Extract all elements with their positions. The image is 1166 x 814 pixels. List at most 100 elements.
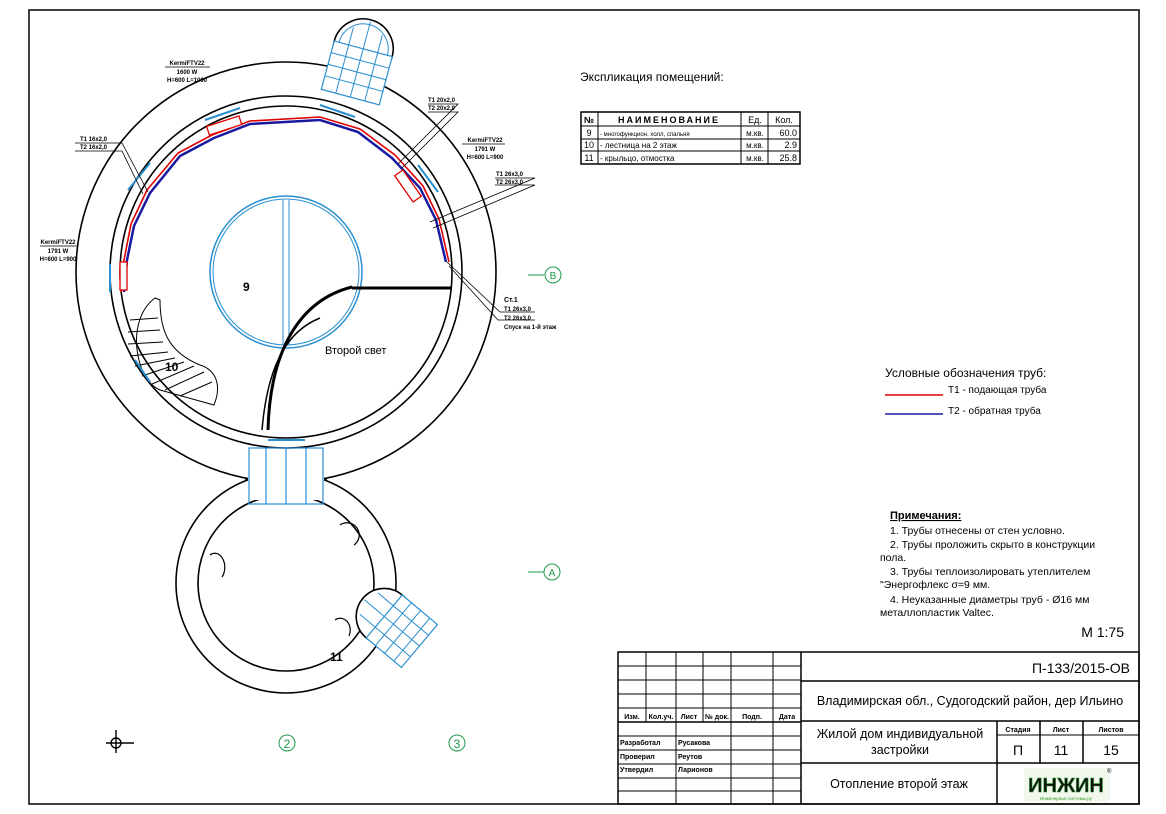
- explication-title: Экспликация помещений:: [580, 70, 724, 84]
- object-line-2: застройки: [871, 743, 929, 757]
- second-light-label: Второй свет: [325, 345, 386, 357]
- logo-text: ИНЖИН: [1028, 775, 1104, 797]
- stage-value: П: [1013, 742, 1023, 758]
- note-line: 2. Трубы проложить скрыто в конструкции: [890, 539, 1095, 551]
- title-block: Изм. Кол.уч. Лист № док. Подп. Дата Разр…: [617, 651, 1140, 805]
- col-header: № док.: [705, 713, 729, 721]
- origin-icon: [106, 730, 134, 753]
- radiator-top-power: 1600 W: [177, 70, 198, 76]
- window-connector-lower: [248, 447, 324, 505]
- radiator-top-size: H=600 L=1000: [167, 78, 208, 84]
- radiator-right-size: H=600 L=900: [467, 155, 504, 161]
- window: [109, 104, 439, 441]
- note-line: 1. Трубы отнесены от стен условно.: [890, 525, 1065, 537]
- note-line: 3. Трубы теплоизолировать утеплителем: [890, 566, 1090, 578]
- notes: Примечания: 1. Трубы отнесены от стен ус…: [880, 510, 1124, 640]
- axis-3-label: 3: [454, 737, 461, 751]
- pipe-right-t2: T2 26x3,0: [496, 180, 524, 186]
- riser-t2: T2 26x3,0: [504, 316, 532, 322]
- axis-2-label: 2: [284, 737, 291, 751]
- col-header: Подп.: [742, 714, 762, 721]
- sheets-label: Листов: [1098, 727, 1124, 734]
- company-logo: ИНЖИН Инженерные системы.ру ®: [1024, 768, 1112, 802]
- col-header: Изм.: [624, 714, 640, 721]
- table-row: 11 - крыльцо, отмостка м.кв. 25.8: [584, 153, 797, 163]
- radiator-top-model: KermiFTV22: [169, 61, 205, 67]
- row-no: 9: [586, 128, 591, 138]
- second-light-void: [209, 195, 452, 431]
- row-no: 11: [584, 153, 593, 163]
- role-name: Реутов: [678, 754, 703, 761]
- role-label: Утвердил: [620, 767, 653, 774]
- outer-wall-porch: [175, 472, 397, 694]
- pipe-top-t1: T1 20x2,0: [428, 98, 456, 104]
- project-code: П-133/2015-ОВ: [1032, 660, 1130, 676]
- row-no: 10: [584, 140, 594, 150]
- row-qty: 25.8: [779, 153, 797, 163]
- legend-t2-label: T2 - обратная труба: [948, 405, 1041, 417]
- note-line: металлопластик Valtec.: [880, 607, 994, 619]
- plan-labels: 9 10 11 Второй свет KermiFTV22 1600 W H=…: [40, 61, 557, 751]
- row-name: - крыльцо, отмостка: [600, 154, 675, 163]
- note-line: 4. Неуказанные диаметры труб - Ø16 мм: [890, 594, 1089, 606]
- notes-title: Примечания:: [890, 510, 961, 522]
- table-row: 10 - лестница на 2 этаж м.кв. 2.9: [584, 140, 797, 150]
- radiator-right-power: 1791 W: [475, 147, 496, 153]
- sheet-frame: [28, 9, 1140, 805]
- role-name: Ларионов: [678, 767, 713, 774]
- row-unit: м.кв.: [746, 141, 764, 150]
- header-name: НАИМЕНОВАНИЕ: [618, 115, 720, 125]
- axis-lines: [278, 266, 562, 752]
- project-location: Владимирская обл., Судогодский район, де…: [817, 694, 1123, 708]
- header-no: №: [584, 115, 594, 125]
- note-line: "Энергофлекс σ=9 мм.: [880, 579, 990, 591]
- bay-window-top: [320, 18, 395, 106]
- pipe-legend: Условные обозначения труб: T1 - подающая…: [885, 366, 1047, 417]
- col-header: Дата: [779, 714, 795, 721]
- sheets-value: 15: [1103, 742, 1119, 758]
- radiator-left-size: H=600 L=900: [40, 257, 77, 263]
- header-unit: Ед.: [748, 115, 762, 125]
- riser-name: Ст.1: [504, 297, 518, 304]
- pipe-t2-return: [122, 118, 448, 293]
- row-name: - лестница на 2 этаж: [600, 141, 678, 150]
- scale-label: М 1:75: [1081, 624, 1124, 640]
- pipe-t1-supply: [120, 116, 450, 293]
- radiator-left-model: KermiFTV22: [40, 240, 76, 246]
- col-header: Кол.уч.: [649, 714, 674, 721]
- radiator-right-model: KermiFTV22: [467, 138, 503, 144]
- registered-mark: ®: [1107, 768, 1112, 775]
- row-name: - многофункцион. холл, спальня: [600, 132, 690, 138]
- axis-b-label: B: [550, 271, 557, 282]
- axis-a-label: A: [549, 568, 556, 579]
- sheet-title: Отопление второй этаж: [830, 777, 968, 791]
- stage-label: Стадия: [1005, 727, 1030, 734]
- radiator-left-power: 1791 W: [48, 249, 69, 255]
- row-unit: м.кв.: [746, 154, 764, 163]
- riser-note: Спуск на 1-й этаж: [504, 324, 557, 331]
- pipe-left-t2: T2 16x2,0: [80, 145, 108, 151]
- radiator: [119, 115, 423, 291]
- floor-plan: [40, 18, 562, 753]
- col-header: Лист: [681, 714, 698, 721]
- explication-table: Экспликация помещений: № НАИМЕНОВАНИЕ Ед…: [580, 70, 801, 165]
- row-qty: 2.9: [784, 140, 797, 150]
- role-label: Проверил: [620, 754, 655, 761]
- pipe-top-t2: T2 20x2,0: [428, 106, 456, 112]
- row-qty: 60.0: [779, 128, 797, 138]
- sheet-label: Лист: [1053, 727, 1070, 734]
- role-name: Русакова: [678, 740, 710, 747]
- room-11-label: 11: [330, 650, 343, 664]
- legend-title: Условные обозначения труб:: [885, 366, 1046, 380]
- riser-t1: T1 26x3,0: [504, 307, 532, 313]
- pipe-left-t1: T1 16x2,0: [80, 137, 108, 143]
- object-line-1: Жилой дом индивидуальной: [817, 727, 983, 741]
- note-line: пола.: [880, 552, 906, 564]
- leader-lines: [40, 66, 536, 321]
- logo-subtext: Инженерные системы.ру: [1040, 796, 1093, 801]
- room-10-label: 10: [165, 360, 179, 374]
- header-qty: Кол.: [775, 115, 793, 125]
- bay-window-porch: [355, 587, 439, 669]
- role-label: Разработал: [620, 739, 660, 747]
- pipe-right-t1: T1 26x3,0: [496, 172, 524, 178]
